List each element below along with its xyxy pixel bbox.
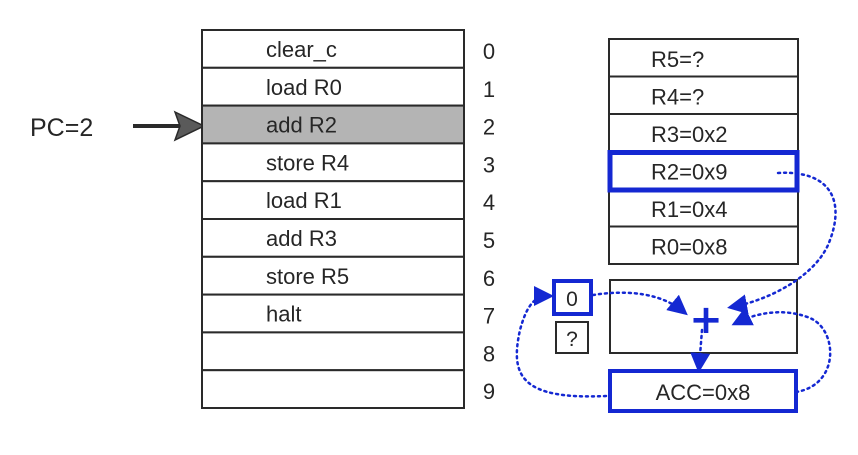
accumulator: ACC=0x8 bbox=[608, 369, 798, 413]
register-label: R3=0x2 bbox=[651, 122, 727, 147]
alu-operator: + bbox=[689, 297, 723, 343]
pc-label: PC=2 bbox=[30, 114, 93, 142]
address-label: 8 bbox=[483, 341, 495, 366]
instruction-label: halt bbox=[266, 302, 301, 327]
instruction-label: clear_c bbox=[266, 37, 337, 62]
carry-flag-value: 0 bbox=[566, 288, 578, 311]
register-row bbox=[608, 188, 799, 228]
flag-boxes: 0 ? bbox=[552, 279, 593, 354]
instruction-label: add R3 bbox=[266, 226, 337, 251]
address-label: 4 bbox=[483, 190, 495, 215]
data-flow-arrows bbox=[515, 171, 837, 398]
pc-arrow bbox=[133, 110, 206, 142]
register-row bbox=[608, 225, 799, 265]
r2-to-alu-arrow bbox=[727, 171, 837, 315]
address-label: 5 bbox=[483, 228, 495, 253]
address-label: 2 bbox=[483, 115, 495, 140]
register-label: R5=? bbox=[651, 47, 704, 72]
address-label: 0 bbox=[483, 39, 495, 64]
unknown-flag-value: ? bbox=[566, 328, 578, 351]
carry-flag-box bbox=[552, 279, 593, 316]
instruction-label: load R0 bbox=[266, 75, 342, 100]
address-label: 3 bbox=[483, 152, 495, 177]
register-row bbox=[608, 75, 799, 115]
program-memory: clear_c 0 load R0 1 add R2 2 store R4 3 load R1 4… bbox=[201, 29, 495, 410]
program-row bbox=[201, 255, 465, 296]
address-label: 6 bbox=[483, 266, 495, 291]
address-label: 1 bbox=[483, 77, 495, 102]
program-row bbox=[201, 331, 465, 372]
unknown-flag-box bbox=[555, 321, 589, 354]
register-row bbox=[608, 38, 799, 78]
instruction-label: load R1 bbox=[266, 188, 342, 213]
program-row bbox=[201, 218, 465, 258]
register-row bbox=[608, 150, 799, 190]
address-label: 9 bbox=[483, 379, 495, 404]
register-label: R1=0x4 bbox=[651, 197, 727, 222]
register-label: R2=0x9 bbox=[651, 160, 727, 185]
register-label: R4=? bbox=[651, 85, 704, 110]
program-row bbox=[201, 66, 465, 107]
register-label: R0=0x8 bbox=[651, 235, 727, 260]
address-label: 7 bbox=[483, 304, 495, 329]
alu: + bbox=[609, 279, 798, 354]
highlighted-register-outline bbox=[607, 150, 800, 193]
accumulator-label: ACC=0x8 bbox=[656, 380, 751, 405]
register-row bbox=[608, 113, 799, 153]
carry-to-alu-arrow bbox=[591, 291, 688, 316]
program-row bbox=[201, 369, 465, 410]
instruction-label: add R2 bbox=[266, 113, 337, 138]
instruction-label: store R4 bbox=[266, 150, 349, 175]
program-row bbox=[201, 293, 465, 334]
acc-to-carry-arrow bbox=[515, 286, 608, 398]
acc-to-alu-arrow bbox=[731, 307, 832, 394]
instruction-label: store R5 bbox=[266, 264, 349, 289]
alu-to-acc-arrow bbox=[690, 328, 711, 373]
program-row bbox=[201, 180, 465, 220]
